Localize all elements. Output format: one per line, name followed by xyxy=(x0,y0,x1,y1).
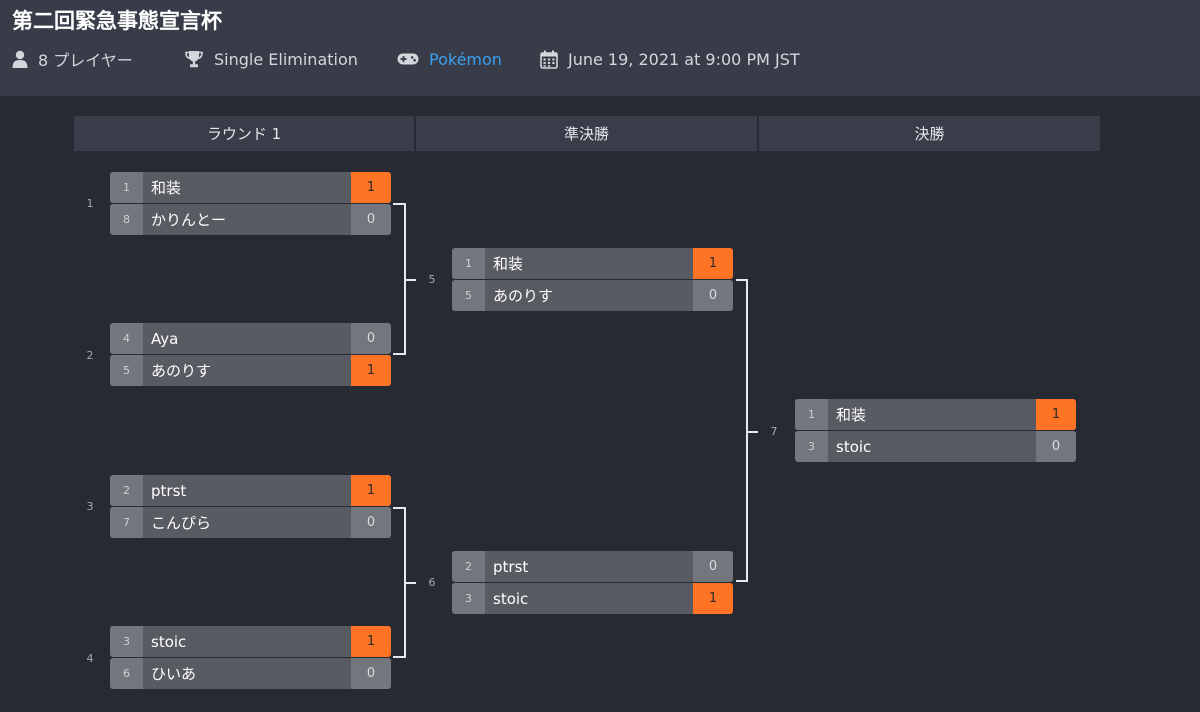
player-name: ptrst xyxy=(151,481,187,500)
user-icon xyxy=(12,50,28,68)
player-count-text: 8 プレイヤー xyxy=(38,51,133,70)
player-seed: 8 xyxy=(110,204,143,235)
player-name: あのりす xyxy=(151,362,212,380)
match-number-4: 4 xyxy=(86,652,94,665)
player-seed: 3 xyxy=(110,626,143,657)
player-score: 0 xyxy=(693,280,733,311)
player-name: あのりす xyxy=(493,287,554,305)
player-seed: 1 xyxy=(110,172,143,203)
player-score: 0 xyxy=(351,204,391,235)
player-name: ひいあ xyxy=(151,665,197,683)
match-2[interactable]: 4 Aya 0 5 あのりす 1 xyxy=(110,323,391,387)
player-seed: 5 xyxy=(452,280,485,311)
gamepad-icon xyxy=(397,53,419,65)
match-number-5: 5 xyxy=(428,273,436,286)
player-score: 0 xyxy=(351,323,391,354)
trophy-icon xyxy=(185,51,203,68)
player-name: こんぴら xyxy=(151,514,212,532)
player-seed: 7 xyxy=(110,507,143,538)
match-player-row[interactable]: 1 和装 1 xyxy=(452,248,733,279)
player-seed: 3 xyxy=(795,431,828,462)
match-player-row[interactable]: 8 かりんとー 0 xyxy=(110,204,391,235)
player-name: stoic xyxy=(836,437,872,456)
match-player-row[interactable]: 3 stoic 1 xyxy=(110,626,391,657)
match-player-row[interactable]: 1 和装 1 xyxy=(795,399,1076,430)
tournament-header: 第二回緊急事態宣言杯 8 プレイヤー Single Elimination Po… xyxy=(0,0,1200,96)
match-1[interactable]: 1 和装 1 8 かりんとー 0 xyxy=(110,172,391,236)
player-score: 1 xyxy=(351,475,391,506)
match-3[interactable]: 2 ptrst 1 7 こんぴら 0 xyxy=(110,475,391,539)
match-player-row[interactable]: 2 ptrst 0 xyxy=(452,551,733,582)
match-6[interactable]: 2 ptrst 0 3 stoic 1 xyxy=(452,551,733,615)
player-name: 和装 xyxy=(493,255,524,273)
match-number-7: 7 xyxy=(770,425,778,438)
player-seed: 2 xyxy=(110,475,143,506)
match-player-row[interactable]: 2 ptrst 1 xyxy=(110,475,391,506)
player-name: stoic xyxy=(493,589,529,608)
match-7[interactable]: 1 和装 1 3 stoic 0 xyxy=(795,399,1076,463)
match-number-1: 1 xyxy=(86,197,94,210)
start-date: June 19, 2021 at 9:00 PM JST xyxy=(540,48,800,70)
game-link-text[interactable]: Pokémon xyxy=(429,49,502,69)
match-player-row[interactable]: 5 あのりす 0 xyxy=(452,280,733,311)
player-name: ptrst xyxy=(493,557,529,576)
player-name: stoic xyxy=(151,632,187,651)
match-player-row[interactable]: 6 ひいあ 0 xyxy=(110,658,391,689)
player-score: 1 xyxy=(351,626,391,657)
round-header-1: ラウンド 1 xyxy=(74,116,414,151)
match-player-row[interactable]: 5 あのりす 1 xyxy=(110,355,391,386)
player-score: 0 xyxy=(693,551,733,582)
player-score: 0 xyxy=(351,507,391,538)
player-seed: 3 xyxy=(452,583,485,614)
round-header-semifinal: 準決勝 xyxy=(416,116,757,151)
player-score: 0 xyxy=(1036,431,1076,462)
player-score: 1 xyxy=(351,172,391,203)
tournament-format: Single Elimination xyxy=(184,48,358,70)
calendar-icon xyxy=(540,50,558,69)
player-score: 1 xyxy=(351,355,391,386)
match-number-3: 3 xyxy=(86,500,94,513)
player-seed: 5 xyxy=(110,355,143,386)
player-name: 和装 xyxy=(836,406,867,424)
player-name: Aya xyxy=(151,329,179,348)
player-seed: 4 xyxy=(110,323,143,354)
round-header-final: 決勝 xyxy=(759,116,1100,151)
player-score: 1 xyxy=(693,583,733,614)
match-player-row[interactable]: 3 stoic 0 xyxy=(795,431,1076,462)
match-player-row[interactable]: 7 こんぴら 0 xyxy=(110,507,391,538)
tournament-format-text: Single Elimination xyxy=(214,49,358,69)
game-link[interactable]: Pokémon xyxy=(397,48,502,70)
player-seed: 2 xyxy=(452,551,485,582)
match-player-row[interactable]: 4 Aya 0 xyxy=(110,323,391,354)
start-date-text: June 19, 2021 at 9:00 PM JST xyxy=(568,49,800,69)
match-player-row[interactable]: 3 stoic 1 xyxy=(452,583,733,614)
match-number-2: 2 xyxy=(86,349,94,362)
player-name: 和装 xyxy=(151,179,182,197)
player-score: 1 xyxy=(1036,399,1076,430)
match-4[interactable]: 3 stoic 1 6 ひいあ 0 xyxy=(110,626,391,690)
player-score: 1 xyxy=(693,248,733,279)
player-seed: 1 xyxy=(795,399,828,430)
tournament-title: 第二回緊急事態宣言杯 xyxy=(12,9,222,33)
player-score: 0 xyxy=(351,658,391,689)
player-seed: 1 xyxy=(452,248,485,279)
player-seed: 6 xyxy=(110,658,143,689)
match-5[interactable]: 1 和装 1 5 あのりす 0 xyxy=(452,248,733,312)
player-name: かりんとー xyxy=(151,211,227,229)
player-count: 8 プレイヤー xyxy=(12,48,133,70)
match-number-6: 6 xyxy=(428,576,436,589)
match-player-row[interactable]: 1 和装 1 xyxy=(110,172,391,203)
